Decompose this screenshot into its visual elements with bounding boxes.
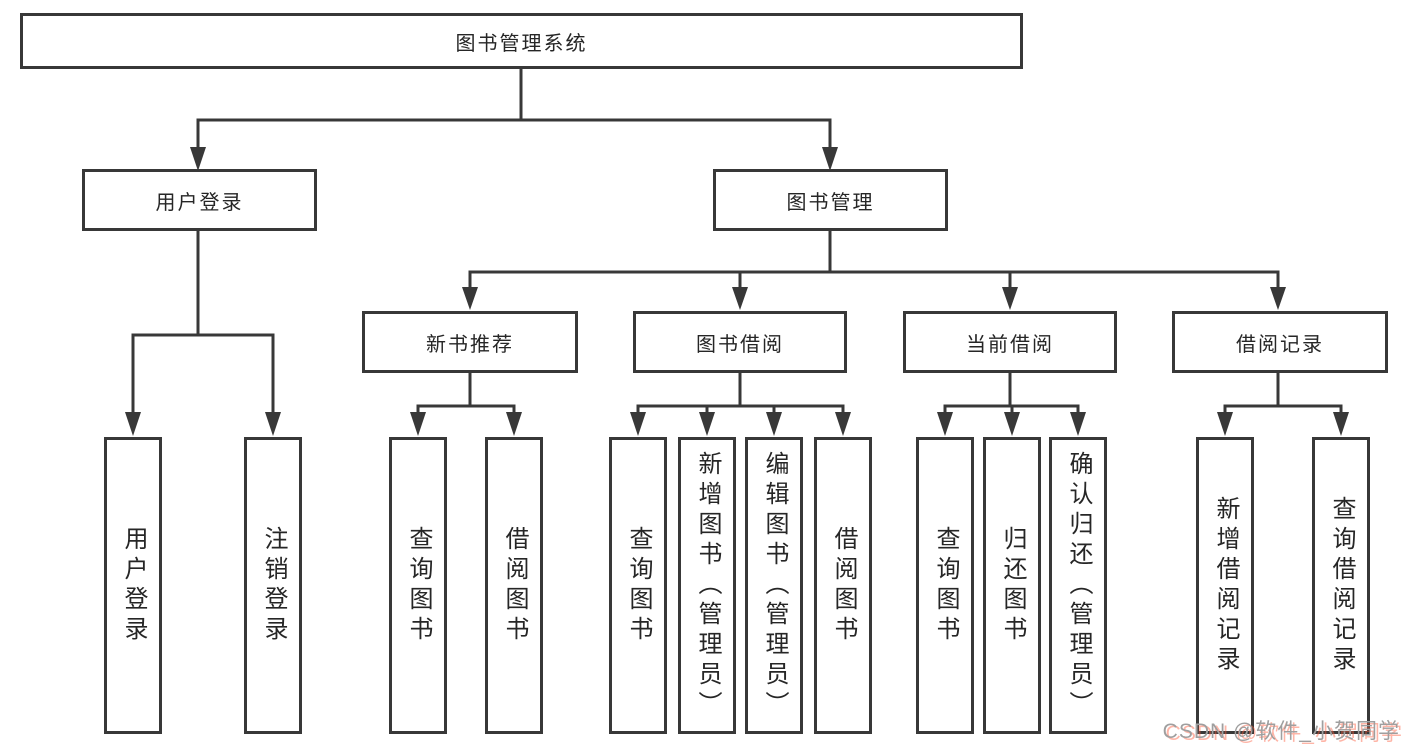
leaf-borrow-edit-books-admin-label: 编辑图书（管理员） bbox=[761, 450, 788, 721]
leaf-current-return-books-label: 归还图书 bbox=[999, 525, 1026, 646]
leaf-recommend-query-books-label: 查询图书 bbox=[405, 525, 432, 646]
leaf-records-add-record-label: 新增借阅记录 bbox=[1212, 495, 1239, 676]
leaf-recommend-borrow-books: 借阅图书 bbox=[485, 437, 543, 734]
csdn-watermark: CSDN @软件_小贺同学 bbox=[1162, 720, 1400, 743]
leaf-logout-label: 注销登录 bbox=[260, 525, 287, 646]
node-user-login: 用户登录 bbox=[82, 169, 317, 231]
node-borrow-records-label: 借阅记录 bbox=[1236, 333, 1324, 356]
leaf-borrow-add-books-admin: 新增图书（管理员） bbox=[678, 437, 736, 734]
leaf-current-confirm-return-admin-label: 确认归还（管理员） bbox=[1065, 450, 1092, 721]
leaf-borrow-query-books: 查询图书 bbox=[609, 437, 667, 734]
leaf-user-login-label: 用户登录 bbox=[120, 525, 147, 646]
node-user-login-label: 用户登录 bbox=[155, 191, 244, 214]
leaf-logout: 注销登录 bbox=[244, 437, 302, 734]
node-book-management: 图书管理 bbox=[713, 169, 948, 231]
node-root: 图书管理系统 bbox=[20, 13, 1023, 69]
node-new-book-recommend: 新书推荐 bbox=[362, 311, 578, 373]
leaf-records-query-record-label: 查询借阅记录 bbox=[1328, 495, 1355, 676]
leaf-recommend-query-books: 查询图书 bbox=[389, 437, 447, 734]
leaf-borrow-borrow-books-label: 借阅图书 bbox=[830, 525, 857, 646]
node-book-borrow-label: 图书借阅 bbox=[696, 333, 784, 356]
leaf-borrow-query-books-label: 查询图书 bbox=[625, 525, 652, 646]
node-root-label: 图书管理系统 bbox=[455, 32, 588, 55]
leaf-recommend-borrow-books-label: 借阅图书 bbox=[501, 525, 528, 646]
leaf-user-login: 用户登录 bbox=[104, 437, 162, 734]
leaf-borrow-borrow-books: 借阅图书 bbox=[814, 437, 872, 734]
leaf-current-query-books: 查询图书 bbox=[916, 437, 974, 734]
node-book-management-label: 图书管理 bbox=[786, 191, 875, 214]
leaf-records-query-record: 查询借阅记录 bbox=[1312, 437, 1370, 734]
leaf-borrow-edit-books-admin: 编辑图书（管理员） bbox=[745, 437, 803, 734]
leaf-current-return-books: 归还图书 bbox=[983, 437, 1041, 734]
node-new-book-recommend-label: 新书推荐 bbox=[426, 333, 514, 356]
node-current-borrow-label: 当前借阅 bbox=[966, 333, 1054, 356]
node-current-borrow: 当前借阅 bbox=[903, 311, 1117, 373]
leaf-records-add-record: 新增借阅记录 bbox=[1196, 437, 1254, 734]
leaf-current-confirm-return-admin: 确认归还（管理员） bbox=[1049, 437, 1107, 734]
leaf-current-query-books-label: 查询图书 bbox=[932, 525, 959, 646]
node-book-borrow: 图书借阅 bbox=[633, 311, 847, 373]
node-borrow-records: 借阅记录 bbox=[1172, 311, 1388, 373]
leaf-borrow-add-books-admin-label: 新增图书（管理员） bbox=[694, 450, 721, 721]
